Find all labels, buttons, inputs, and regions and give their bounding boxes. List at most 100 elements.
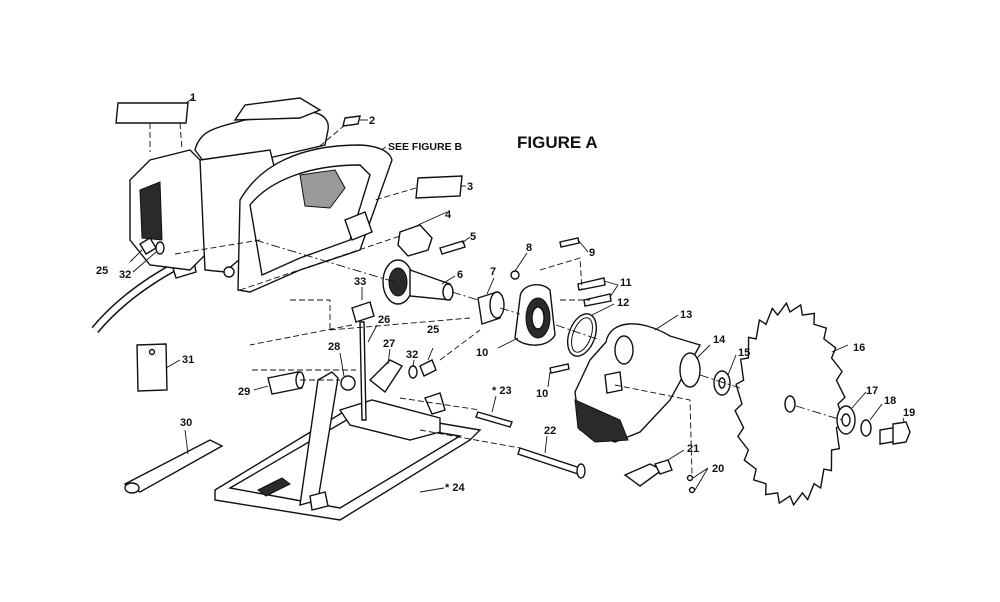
callout-7: 7	[490, 266, 496, 278]
leader-25a	[129, 249, 143, 263]
leader-23	[491, 395, 497, 413]
leader-1	[185, 97, 194, 104]
figure-title: FIGURE A	[517, 133, 598, 152]
callout-32-left: 32	[119, 269, 131, 281]
washer-17-hole	[841, 413, 851, 427]
plate-bore	[531, 306, 545, 330]
callout-23: * 23	[492, 385, 512, 397]
leader-9-stub	[577, 239, 589, 253]
part-27-lever	[368, 359, 404, 394]
guard-lever	[344, 211, 373, 241]
label-1-plate	[115, 102, 189, 124]
leader-29	[253, 385, 269, 391]
leader-16	[831, 344, 849, 353]
part-28-knob	[340, 375, 356, 391]
leader-8	[514, 252, 528, 272]
leader-22	[544, 435, 548, 454]
part-14-spring	[679, 352, 701, 388]
callout-28: 28	[328, 341, 340, 353]
callout-2: 2	[369, 115, 375, 127]
part-11-screw-b	[583, 293, 612, 307]
bolt-22-head	[576, 463, 586, 479]
leader-17	[851, 391, 867, 409]
leader-24	[419, 487, 445, 493]
lever-alignment-dash	[614, 384, 693, 476]
callout-25-left: 25	[96, 265, 108, 277]
leader-31	[165, 359, 181, 369]
callout-32-right: 32	[406, 349, 418, 361]
leader-6	[441, 275, 456, 285]
base-tab	[424, 392, 446, 415]
ring-inner	[571, 317, 593, 353]
part-23-pin	[475, 411, 513, 428]
part-10-screw	[549, 363, 570, 374]
part-25-wing-nut-right	[419, 359, 437, 377]
label-2-dash	[314, 124, 346, 151]
part-6-spindle-gear	[382, 259, 454, 305]
bearing-face	[489, 291, 505, 319]
callout-21: 21	[687, 443, 699, 455]
part-21-clip	[654, 459, 673, 475]
tag-31-hole	[148, 348, 156, 356]
part-18-lock-washer	[860, 419, 872, 437]
leader-12	[591, 303, 615, 316]
label-3-plate	[415, 175, 463, 199]
part-33-stem	[359, 321, 367, 421]
leader-25b	[427, 347, 434, 361]
leader-10a	[497, 337, 519, 349]
callout-16: 16	[853, 342, 865, 354]
part-4-bracket	[397, 224, 433, 257]
part-31-tag	[136, 343, 168, 392]
label-2-plate	[342, 115, 361, 127]
part-30-wrench	[123, 439, 224, 493]
assembly-dash-lines	[174, 235, 521, 449]
leader-5	[461, 236, 471, 244]
callout-17: 17	[866, 385, 878, 397]
callout-13: 13	[680, 309, 692, 321]
motor-vents	[139, 181, 163, 241]
leader-32a	[132, 251, 157, 273]
callout-25-right: 25	[427, 324, 439, 336]
callout-14: 14	[713, 334, 726, 346]
power-cord	[92, 262, 180, 332]
part-20-screw-a	[686, 474, 694, 482]
callout-6: 6	[457, 269, 463, 281]
saw-body-assembly	[129, 97, 393, 293]
guard-shade	[574, 399, 629, 443]
leader-32b	[412, 359, 415, 367]
part-13-lower-guard	[574, 323, 702, 443]
leader-18	[869, 403, 883, 421]
guard-hub	[614, 335, 634, 365]
blade-arbor-hole	[784, 395, 796, 413]
bevel-foot	[309, 491, 329, 511]
housing-screw	[223, 266, 235, 278]
leader-20	[692, 467, 709, 491]
callout-9: 9	[589, 247, 595, 259]
leader-27	[387, 348, 391, 365]
part-33-knob	[351, 301, 375, 323]
callout-24: * 24	[445, 482, 465, 494]
part-16-saw-blade	[734, 301, 846, 507]
label-3-dash	[374, 187, 417, 201]
leader-15	[727, 354, 737, 376]
screw-alignment-dash	[539, 257, 590, 301]
see-figure-note: SEE FIGURE B	[388, 141, 463, 153]
leader-4	[417, 211, 448, 226]
leader-30	[184, 429, 189, 455]
callout-numbers: 1 2 3 4 5 6 7 8 9 10 10 11 12 13 14 15 1…	[96, 92, 915, 494]
part-5-screw	[439, 240, 466, 255]
part-32-washer-left	[155, 241, 165, 255]
leader-21	[667, 449, 685, 461]
part-29-bushing	[267, 371, 303, 395]
part-12-retaining-ring	[566, 313, 598, 357]
part-8-nut	[510, 270, 520, 280]
handle-grip	[233, 97, 322, 121]
part-32-washer-right	[408, 365, 418, 379]
leader-28	[339, 352, 345, 377]
part-20-screw-b	[688, 486, 696, 494]
base-slot	[257, 477, 291, 497]
leader-7	[486, 277, 495, 295]
washer-15-hole	[718, 377, 726, 389]
